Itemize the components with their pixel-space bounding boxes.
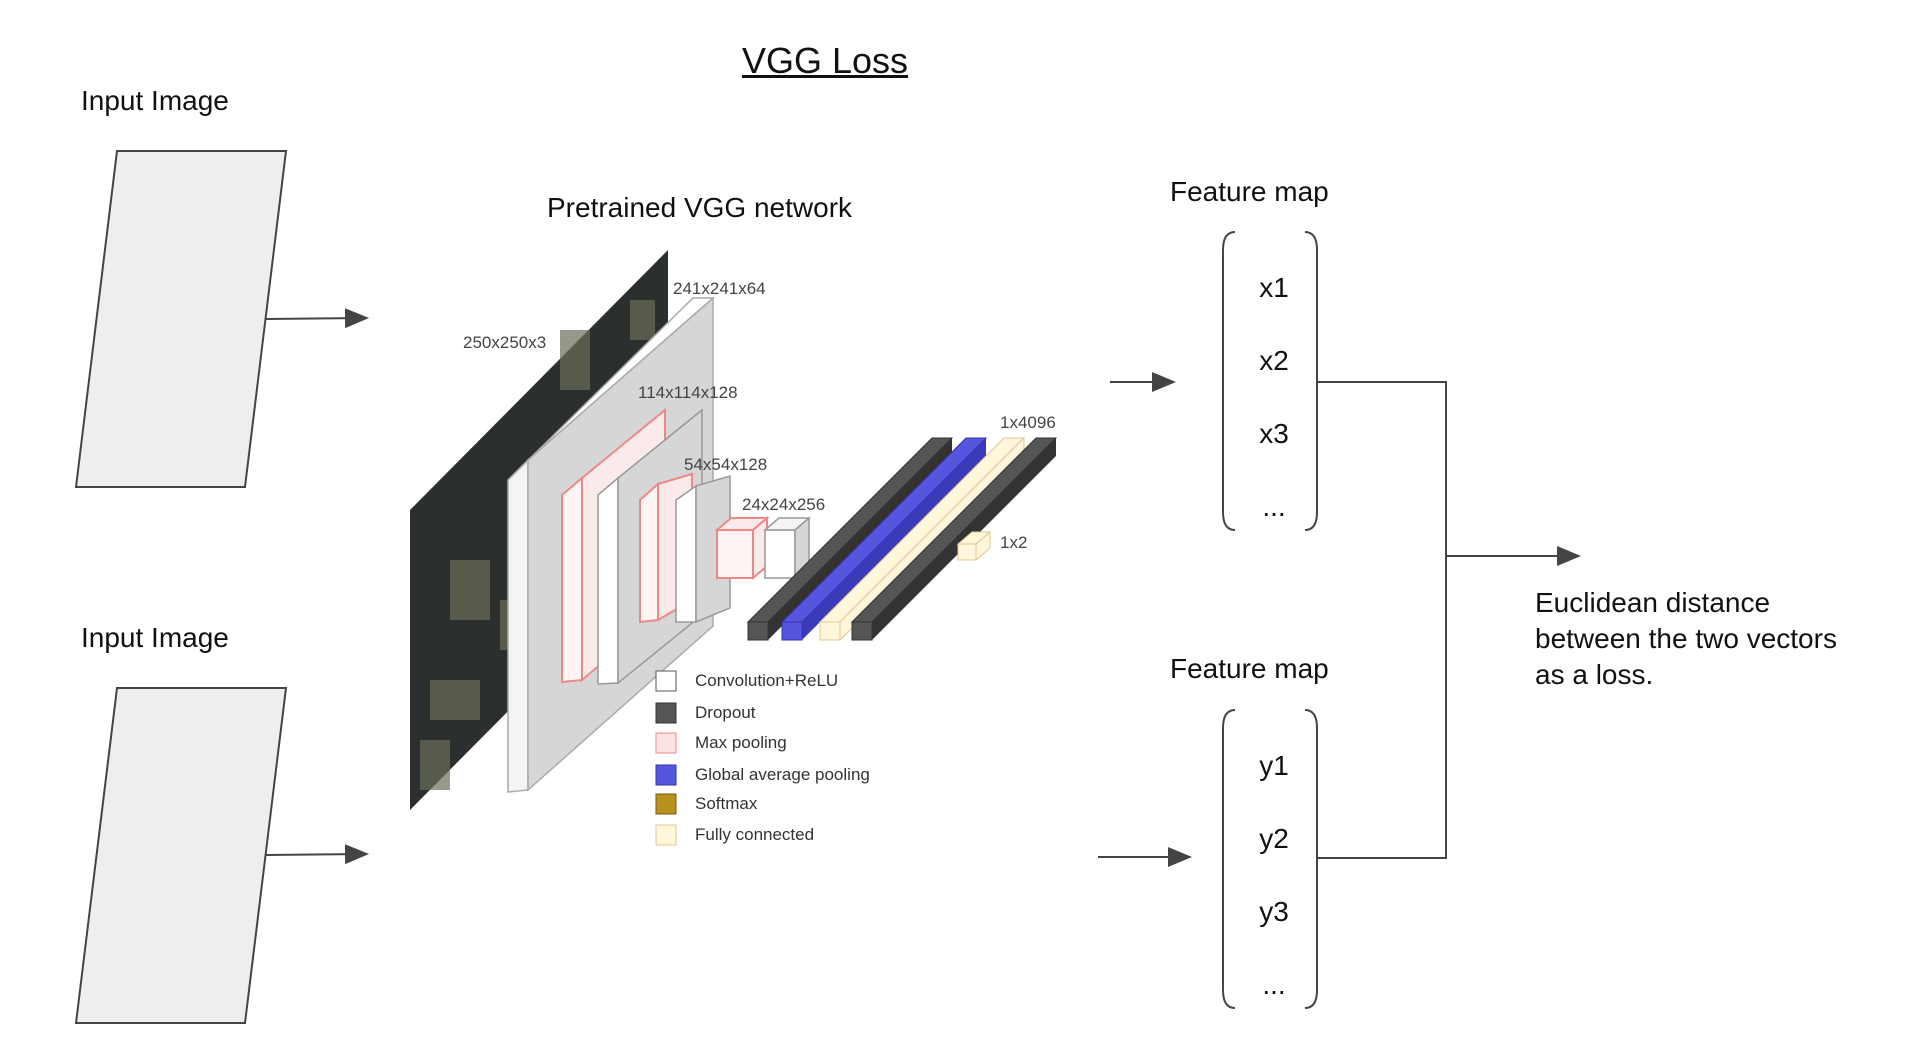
vector-entry: ... xyxy=(1262,969,1286,1000)
input-image-label: Input Image xyxy=(81,622,229,653)
layer-label: 250x250x3 xyxy=(463,333,546,352)
layer-label: 1x4096 xyxy=(1000,413,1056,432)
network-label: Pretrained VGG network xyxy=(547,192,853,223)
legend-label: Fully connected xyxy=(695,825,814,844)
vector-entry: y1 xyxy=(1259,750,1289,781)
feature-map-label: Feature map xyxy=(1170,176,1329,207)
legend-item: Global average pooling xyxy=(655,764,870,786)
vector-entry: x3 xyxy=(1259,418,1289,449)
legend-item: Softmax xyxy=(655,793,758,815)
input-image-1-shape xyxy=(74,150,288,488)
legend-label: Convolution+ReLU xyxy=(695,671,838,690)
legend-label: Dropout xyxy=(695,703,756,722)
layer-label: 114x114x128 xyxy=(638,383,738,402)
legend-item: Dropout xyxy=(655,702,756,724)
legend-label: Max pooling xyxy=(695,733,787,752)
vector-entry: y2 xyxy=(1259,823,1289,854)
legend-label: Global average pooling xyxy=(695,765,870,784)
network-legend: Convolution+ReLU Dropout Max pooling Glo… xyxy=(655,670,870,846)
legend-item: Fully connected xyxy=(655,824,814,846)
arrow-input-2 xyxy=(264,844,369,865)
input-image-label: Input Image xyxy=(81,85,229,116)
input-image-2-shape xyxy=(74,687,288,1024)
layer-label: 1x2 xyxy=(1000,533,1027,552)
result-line: as a loss. xyxy=(1535,659,1654,690)
vgg-network-figure: 250x250x3 241x241x64 114x114x128 54x54x1… xyxy=(410,250,1058,846)
layer-label: 54x54x128 xyxy=(684,455,767,474)
layer-label: 241x241x64 xyxy=(673,279,766,298)
arrow-input-1 xyxy=(264,308,369,329)
result-line: Euclidean distance xyxy=(1535,587,1771,618)
result-text: Euclidean distance between the two vecto… xyxy=(1535,585,1895,693)
vector-entry: ... xyxy=(1262,491,1286,522)
legend-item: Max pooling xyxy=(655,732,787,754)
feature-map-label: Feature map xyxy=(1170,653,1329,684)
vector-entry: y3 xyxy=(1259,896,1289,927)
vector-entry: x2 xyxy=(1259,345,1289,376)
legend-item: Convolution+ReLU xyxy=(655,670,838,692)
layer-label: 24x24x256 xyxy=(742,495,825,514)
result-line: between the two vectors xyxy=(1535,623,1837,654)
legend-label: Softmax xyxy=(695,794,758,813)
vector-entry: x1 xyxy=(1259,272,1289,303)
connector-feature-map-1 xyxy=(1317,381,1447,859)
diagram-title: VGG Loss xyxy=(741,40,909,81)
